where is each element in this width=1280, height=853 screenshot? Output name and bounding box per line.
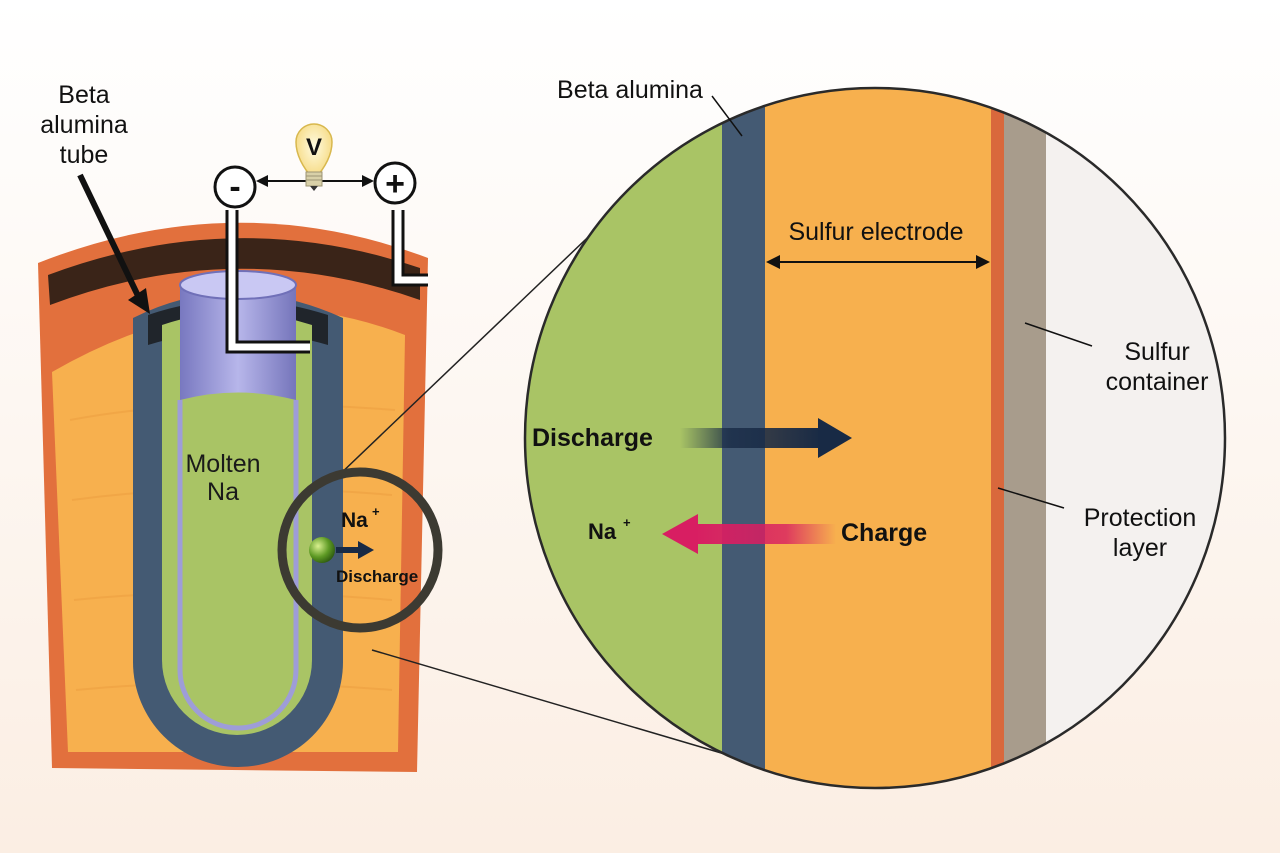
circuit-arrowhead-left <box>256 175 268 187</box>
electrode-arrowhead-left <box>766 255 780 269</box>
sulfur-container-label-line1: Sulfur <box>1124 338 1189 366</box>
positive-terminal <box>373 161 417 205</box>
negative-terminal <box>213 165 257 209</box>
magnifier-circle: Na + Discharge <box>277 467 443 633</box>
discharge-arrowhead <box>818 418 852 458</box>
charge-arrowhead <box>662 514 698 554</box>
lightbulb-icon <box>295 123 333 191</box>
collector-wall <box>177 400 299 731</box>
ion-charge: + <box>623 515 631 530</box>
ion-label: Na <box>588 519 617 544</box>
sodium-ion-icon <box>309 537 335 563</box>
protection-label-line2: layer <box>1113 534 1167 562</box>
casing-back-wall <box>48 238 420 305</box>
discharge-arrow-shaft <box>680 428 822 448</box>
beta-alumina-tube-label-line2: alumina <box>40 111 128 139</box>
zoom-connector-top <box>335 219 607 479</box>
tube-pointer-line <box>77 173 143 302</box>
positive-symbol: + <box>385 165 405 203</box>
sulfur-electrode-label: Sulfur electrode <box>788 218 963 246</box>
small-ion-label: Na <box>341 509 368 532</box>
beta-alumina-tube-label-line3: tube <box>60 141 109 169</box>
sulfur-container-label-line2: container <box>1106 368 1209 396</box>
discharge-label: Discharge <box>532 424 653 452</box>
protection-label-line1: Protection <box>1084 504 1197 532</box>
negative-symbol: - <box>229 168 240 206</box>
molten-sodium <box>162 312 312 735</box>
sulfur-container-layer <box>1004 88 1046 788</box>
zoom-circle-border <box>523 86 1227 790</box>
charge-arrow-shaft <box>694 524 836 544</box>
voltage-label: V <box>306 134 322 161</box>
protection-pointer <box>997 487 1065 509</box>
tube-pointer-arrowhead <box>128 288 150 314</box>
beta-alumina-tube-label-line1: Beta <box>58 81 110 109</box>
beta-alumina-pointer <box>711 95 743 137</box>
circuit-arrowhead-right <box>362 175 374 187</box>
small-ion-charge: + <box>372 504 380 519</box>
molten-label-line2: Na <box>207 478 239 506</box>
electrode-arrowhead-right <box>976 255 990 269</box>
small-discharge-label: Discharge <box>336 567 418 586</box>
battery-cell: - + V Beta alumina tube Molten Na <box>38 81 428 772</box>
beta-alumina-label: Beta alumina <box>557 76 703 104</box>
molten-label-line1: Molten <box>185 450 260 478</box>
charge-label: Charge <box>841 519 927 547</box>
protection-layer <box>991 88 1004 788</box>
sulfur-container-pointer <box>1024 322 1093 347</box>
zoom-connector-bottom <box>371 649 746 761</box>
